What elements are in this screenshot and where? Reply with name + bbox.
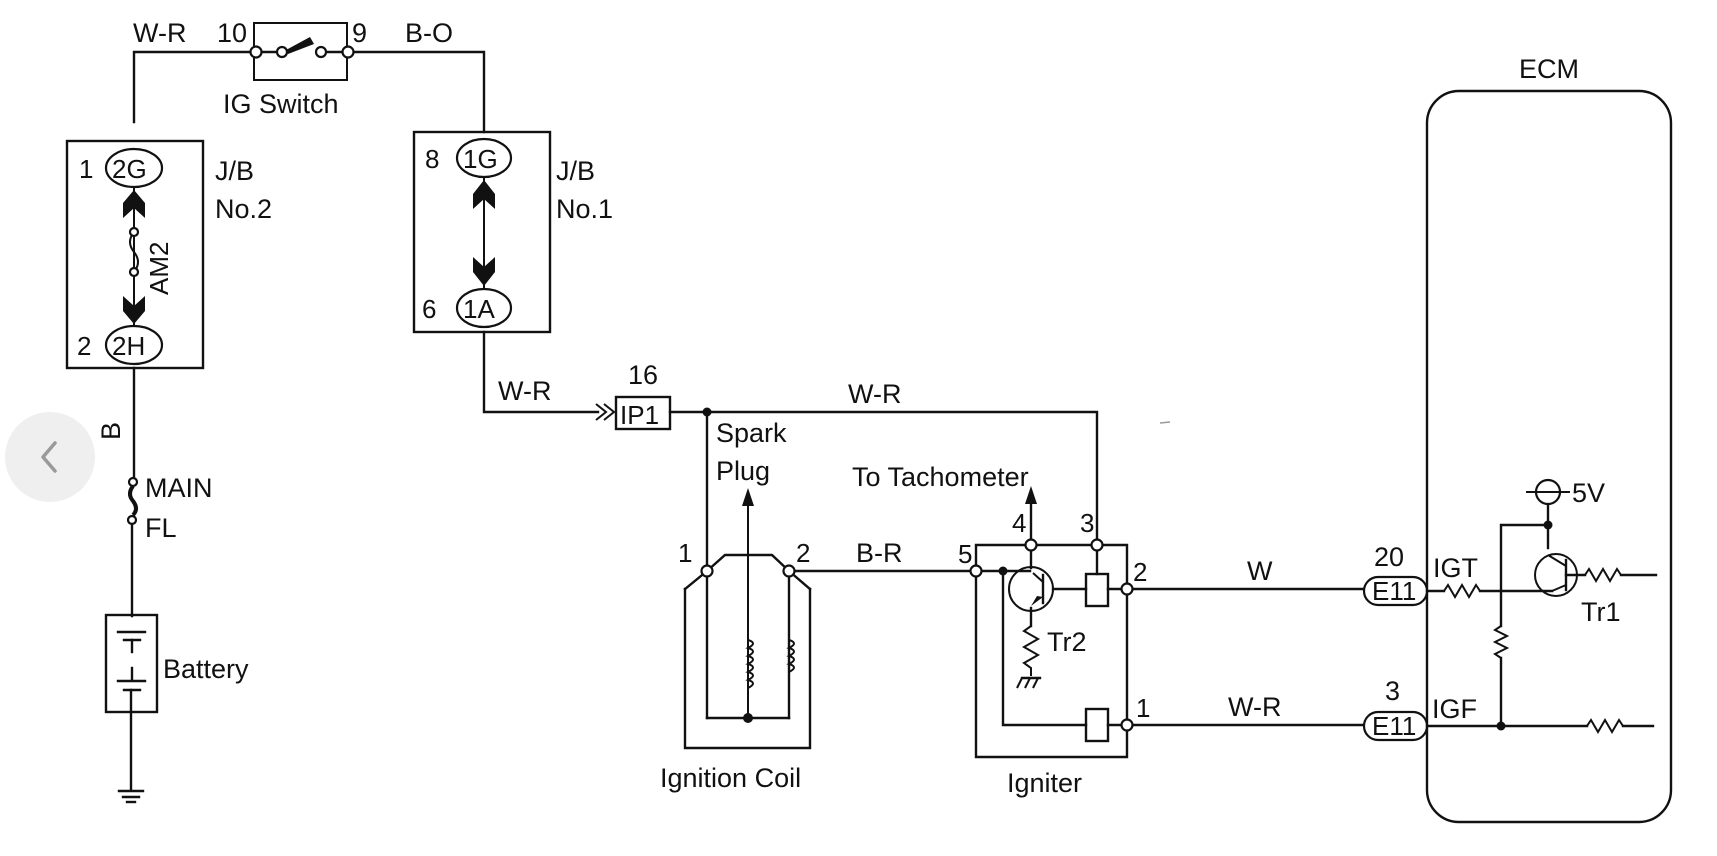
battery-branch: B MAIN FL Battery <box>96 366 249 804</box>
connector-1a: 1A <box>463 294 495 324</box>
ignition-coil: 1 2 Spark Plug Ignition Coil B-R <box>660 410 975 793</box>
to-tachometer-label: To Tachometer <box>852 462 1029 492</box>
pin-9: 9 <box>352 18 367 48</box>
connector-2g: 2G <box>112 154 147 184</box>
igniter: 5 4 3 2 1 Tr2 To Tachometer Igniter <box>852 462 1150 798</box>
wire-color-w-r: W-R <box>133 18 187 48</box>
chevron-left-icon <box>41 441 57 473</box>
ecm-signal-wires: W W-R <box>1131 556 1366 727</box>
wire-color-w-r-igf: W-R <box>1228 692 1282 722</box>
ecm-pin-20: 20 <box>1374 542 1404 572</box>
jb1-label-no: No.1 <box>556 194 613 224</box>
ig-switch-label: IG Switch <box>223 89 339 119</box>
fuse-am2: AM2 <box>144 242 174 295</box>
wire-color-b-r: B-R <box>856 538 903 568</box>
coil-pin-1: 1 <box>678 538 692 568</box>
igf-signal-label: IGF <box>1432 694 1477 724</box>
previous-button[interactable] <box>5 412 95 502</box>
spark-plug-label: Spark <box>716 418 787 448</box>
fuse-fl-label: FL <box>145 513 177 543</box>
junction-block-2: 2G 1 2H 2 AM2 J/B No.2 <box>65 139 272 370</box>
igniter-label: Igniter <box>1007 768 1082 798</box>
transistor-tr2-label: Tr2 <box>1047 627 1087 657</box>
pin-2: 2 <box>77 331 91 361</box>
connector-e11-igf: E11 <box>1372 711 1416 741</box>
wire-color-w-r-ip1-in: W-R <box>498 376 552 406</box>
fuse-main-label: MAIN <box>145 473 213 503</box>
battery-label: Battery <box>163 654 249 684</box>
pin-1: 1 <box>79 154 93 184</box>
pin-16: 16 <box>628 360 658 390</box>
ecm-label: ECM <box>1519 54 1579 84</box>
ig-switch: W-R 10 9 B-O IG Switch <box>132 18 486 134</box>
ip1-connector: IP1 16 W-R W-R <box>482 330 1099 547</box>
connector-1g: 1G <box>463 144 498 174</box>
scan-artifact <box>1159 421 1171 424</box>
wire-color-w: W <box>1247 556 1273 586</box>
coil-pin-2: 2 <box>796 538 810 568</box>
igniter-pin-1: 1 <box>1136 693 1150 723</box>
wire-color-b-o: B-O <box>405 18 453 48</box>
igniter-pin-2: 2 <box>1133 557 1147 587</box>
connector-e11-igt: E11 <box>1372 576 1416 606</box>
ecm: ECM E11 20 IGT E11 3 IGF 5V <box>1362 54 1673 824</box>
igniter-pin-5: 5 <box>958 539 972 569</box>
junction-block-1: 1G 8 1A 6 J/B No.1 <box>412 130 613 334</box>
wire-color-b: B <box>96 422 126 440</box>
supply-5v-label: 5V <box>1572 478 1605 508</box>
ignition-coil-label: Ignition Coil <box>660 763 801 793</box>
pin-8: 8 <box>425 144 439 174</box>
pin-10: 10 <box>217 18 247 48</box>
igniter-pin-4: 4 <box>1012 508 1026 538</box>
igniter-pin-3: 3 <box>1080 508 1094 538</box>
spark-plug-label-2: Plug <box>716 456 770 486</box>
igt-signal-label: IGT <box>1433 553 1478 583</box>
jb1-label: J/B <box>556 156 595 186</box>
jb2-label-no: No.2 <box>215 194 272 224</box>
wire-color-w-r-bus: W-R <box>848 379 902 409</box>
connector-ip1: IP1 <box>620 400 659 430</box>
pin-6: 6 <box>422 294 436 324</box>
ecm-pin-3: 3 <box>1385 676 1400 706</box>
connector-2h: 2H <box>112 331 145 361</box>
jb2-label: J/B <box>215 156 254 186</box>
transistor-tr1-label: Tr1 <box>1581 597 1621 627</box>
